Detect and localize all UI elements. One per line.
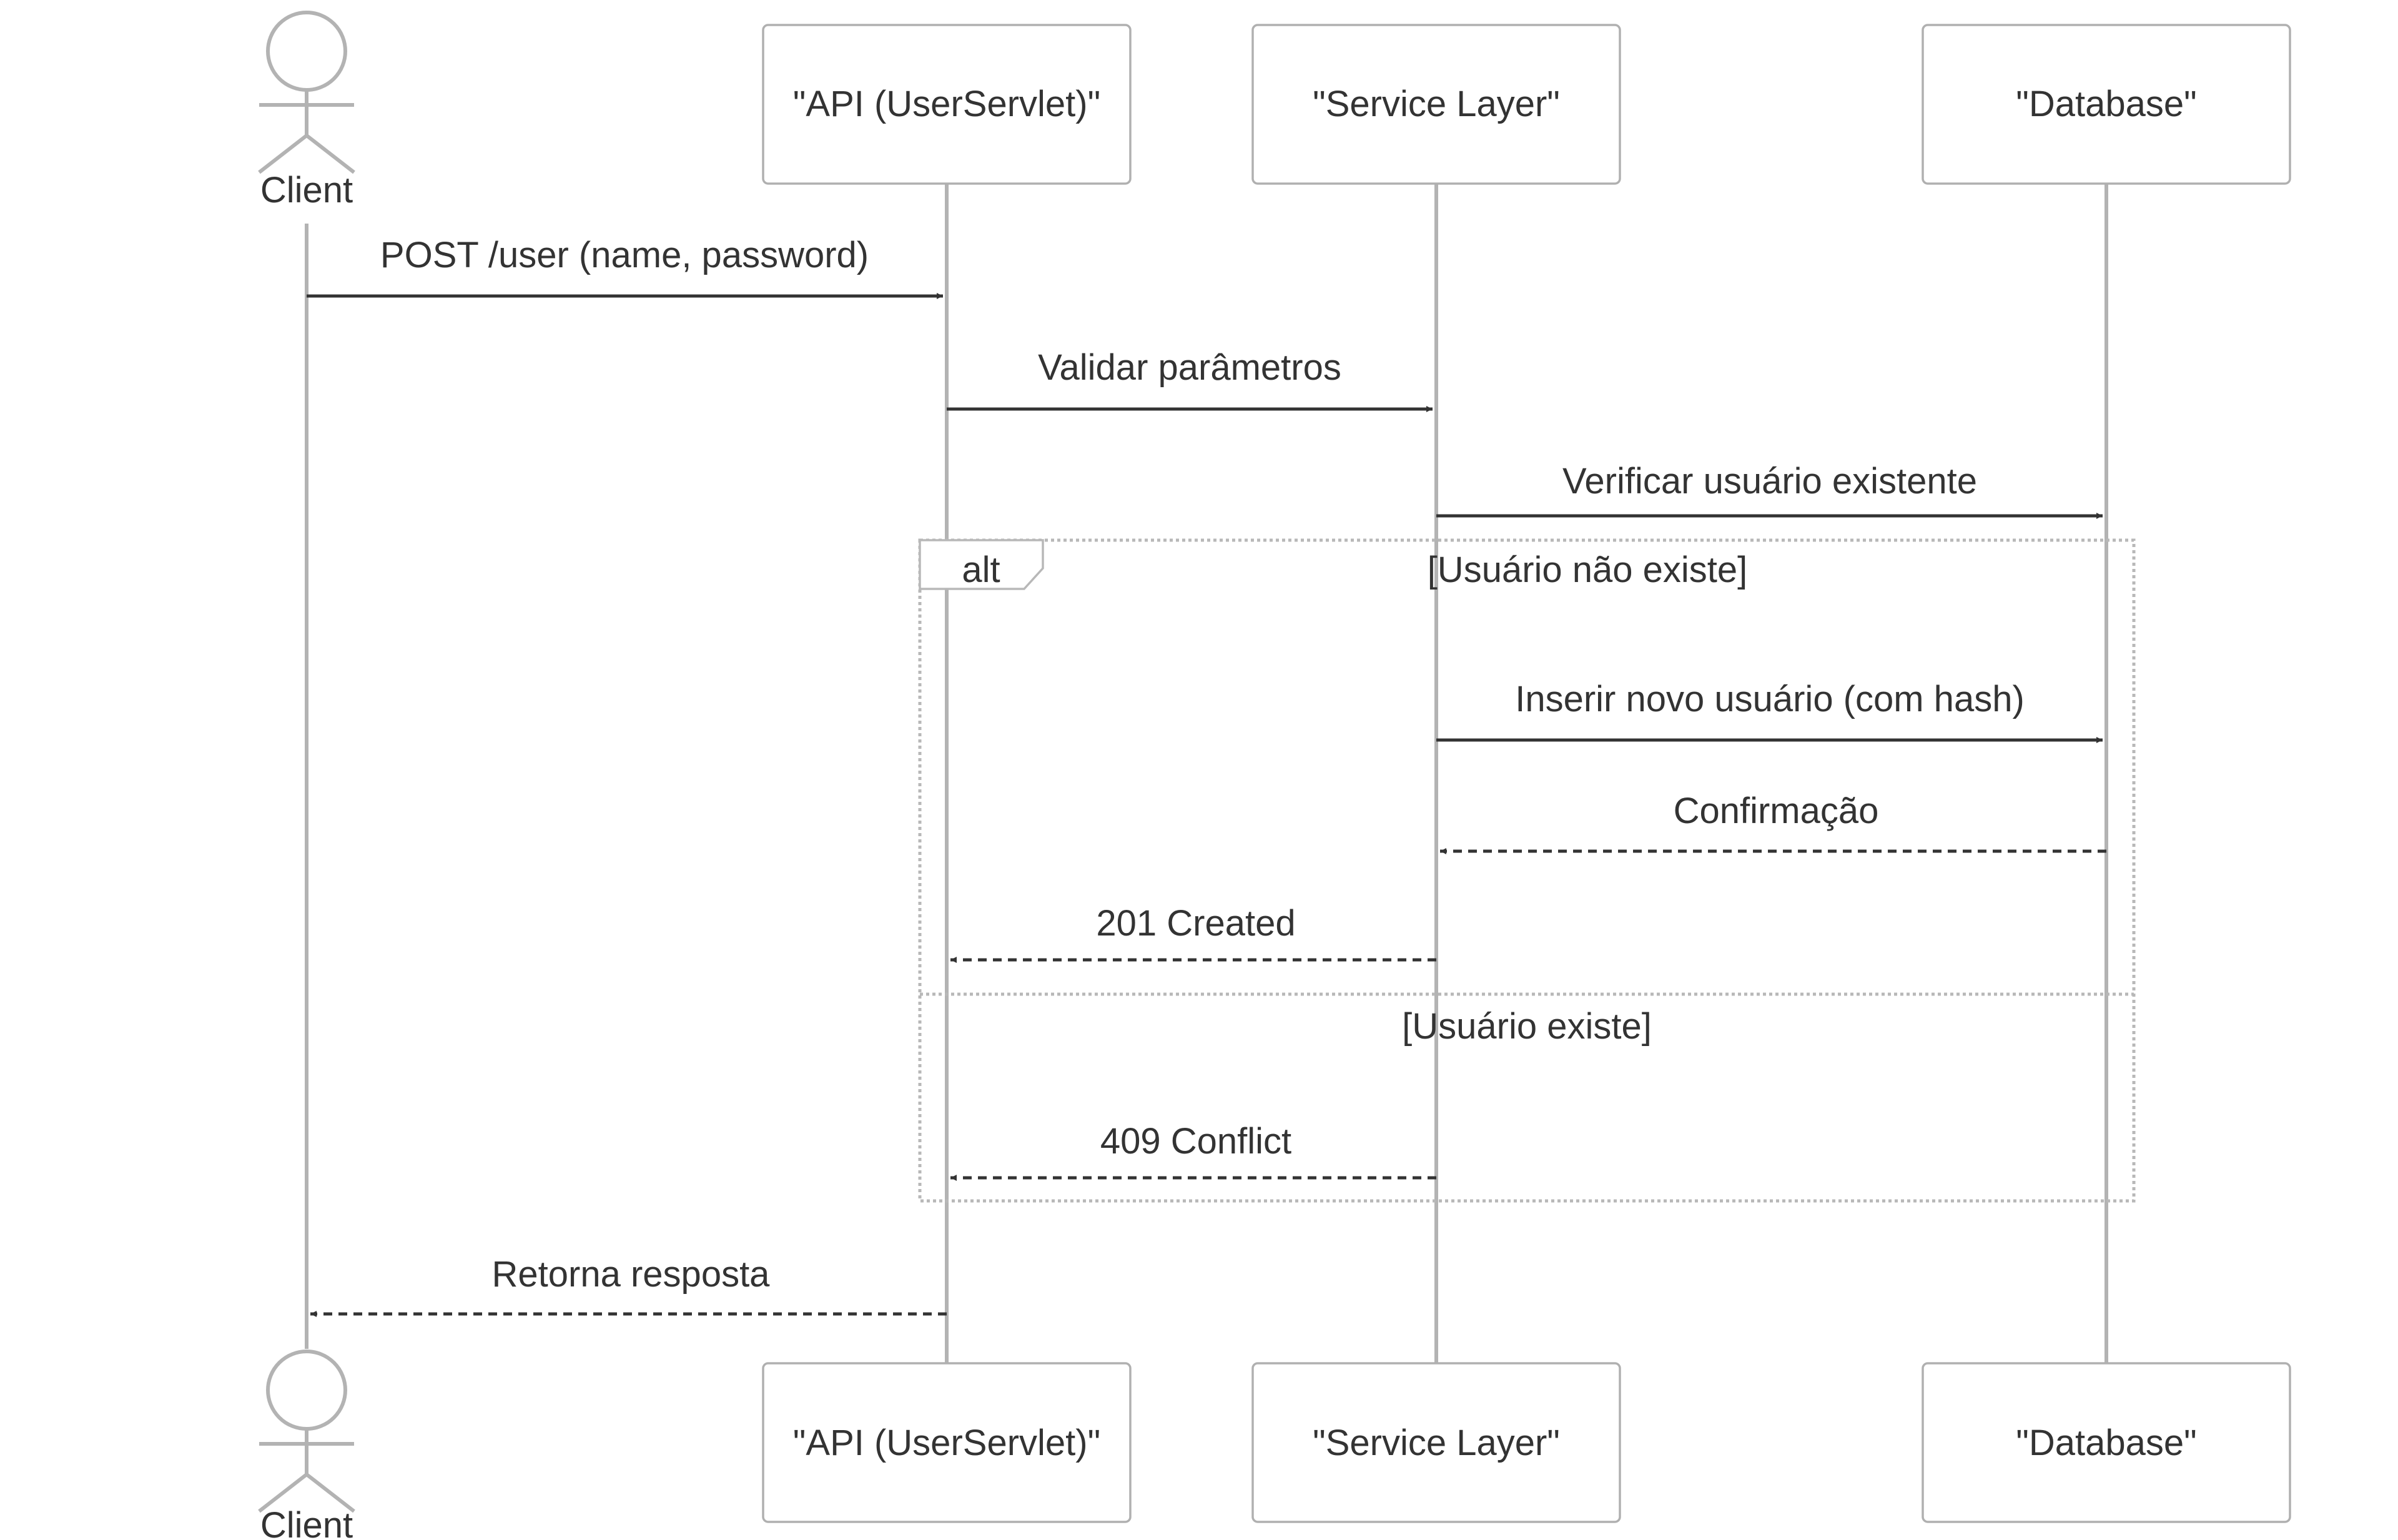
alt-condition-1: [Usuário não existe] — [1428, 550, 1748, 590]
database-participant-bottom: "Database" — [1922, 1362, 2291, 1523]
alt-frame — [918, 538, 2136, 1203]
message-5: Confirmação — [1440, 791, 2106, 854]
client-actor-top: Client — [258, 11, 355, 210]
service-label-bottom: "Service Layer" — [1313, 1423, 1560, 1463]
message-1: POST /user (name, password) — [307, 235, 943, 299]
message-6-label: 201 Created — [1096, 903, 1295, 944]
actor-head — [266, 11, 347, 92]
database-label-top: "Database" — [2016, 84, 2196, 124]
actor-head — [266, 1350, 347, 1431]
alt-tag — [919, 539, 1044, 590]
service-participant-bottom: "Service Layer" — [1251, 1362, 1621, 1523]
client-label-bottom: Client — [260, 1505, 353, 1540]
message-1-label: POST /user (name, password) — [380, 235, 869, 275]
message-2-label: Validar parâmetros — [1038, 347, 1341, 388]
message-7-label: 409 Conflict — [1100, 1121, 1291, 1162]
alt-condition-2: [Usuário existe] — [1402, 1006, 1652, 1047]
client-label-top: Client — [260, 170, 353, 210]
message-7: 409 Conflict — [950, 1121, 1436, 1181]
api-participant-bottom: "API (UserServlet)" — [762, 1362, 1132, 1523]
message-2: Validar parâmetros — [947, 347, 1433, 412]
service-participant-top: "Service Layer" — [1251, 24, 1621, 185]
message-4: Inserir novo usuário (com hash) — [1436, 679, 2103, 743]
alt-fragment: alt [Usuário não existe] [Usuário existe… — [918, 538, 2136, 1203]
alt-label: alt — [962, 550, 1000, 590]
client-actor-bottom: Client — [258, 1350, 355, 1540]
message-4-label: Inserir novo usuário (com hash) — [1515, 679, 2025, 719]
message-8: Retorna resposta — [310, 1254, 947, 1317]
database-participant-top: "Database" — [1922, 24, 2291, 185]
service-label-top: "Service Layer" — [1313, 84, 1560, 124]
message-6: 201 Created — [950, 903, 1436, 963]
api-label-bottom: "API (UserServlet)" — [793, 1423, 1100, 1463]
message-8-label: Retorna resposta — [492, 1254, 771, 1295]
api-label-top: "API (UserServlet)" — [793, 84, 1100, 124]
message-3: Verificar usuário existente — [1436, 461, 2103, 519]
database-label-bottom: "Database" — [2016, 1423, 2196, 1463]
message-5-label: Confirmação — [1674, 791, 1879, 831]
api-participant-top: "API (UserServlet)" — [762, 24, 1132, 185]
message-3-label: Verificar usuário existente — [1562, 461, 1977, 501]
